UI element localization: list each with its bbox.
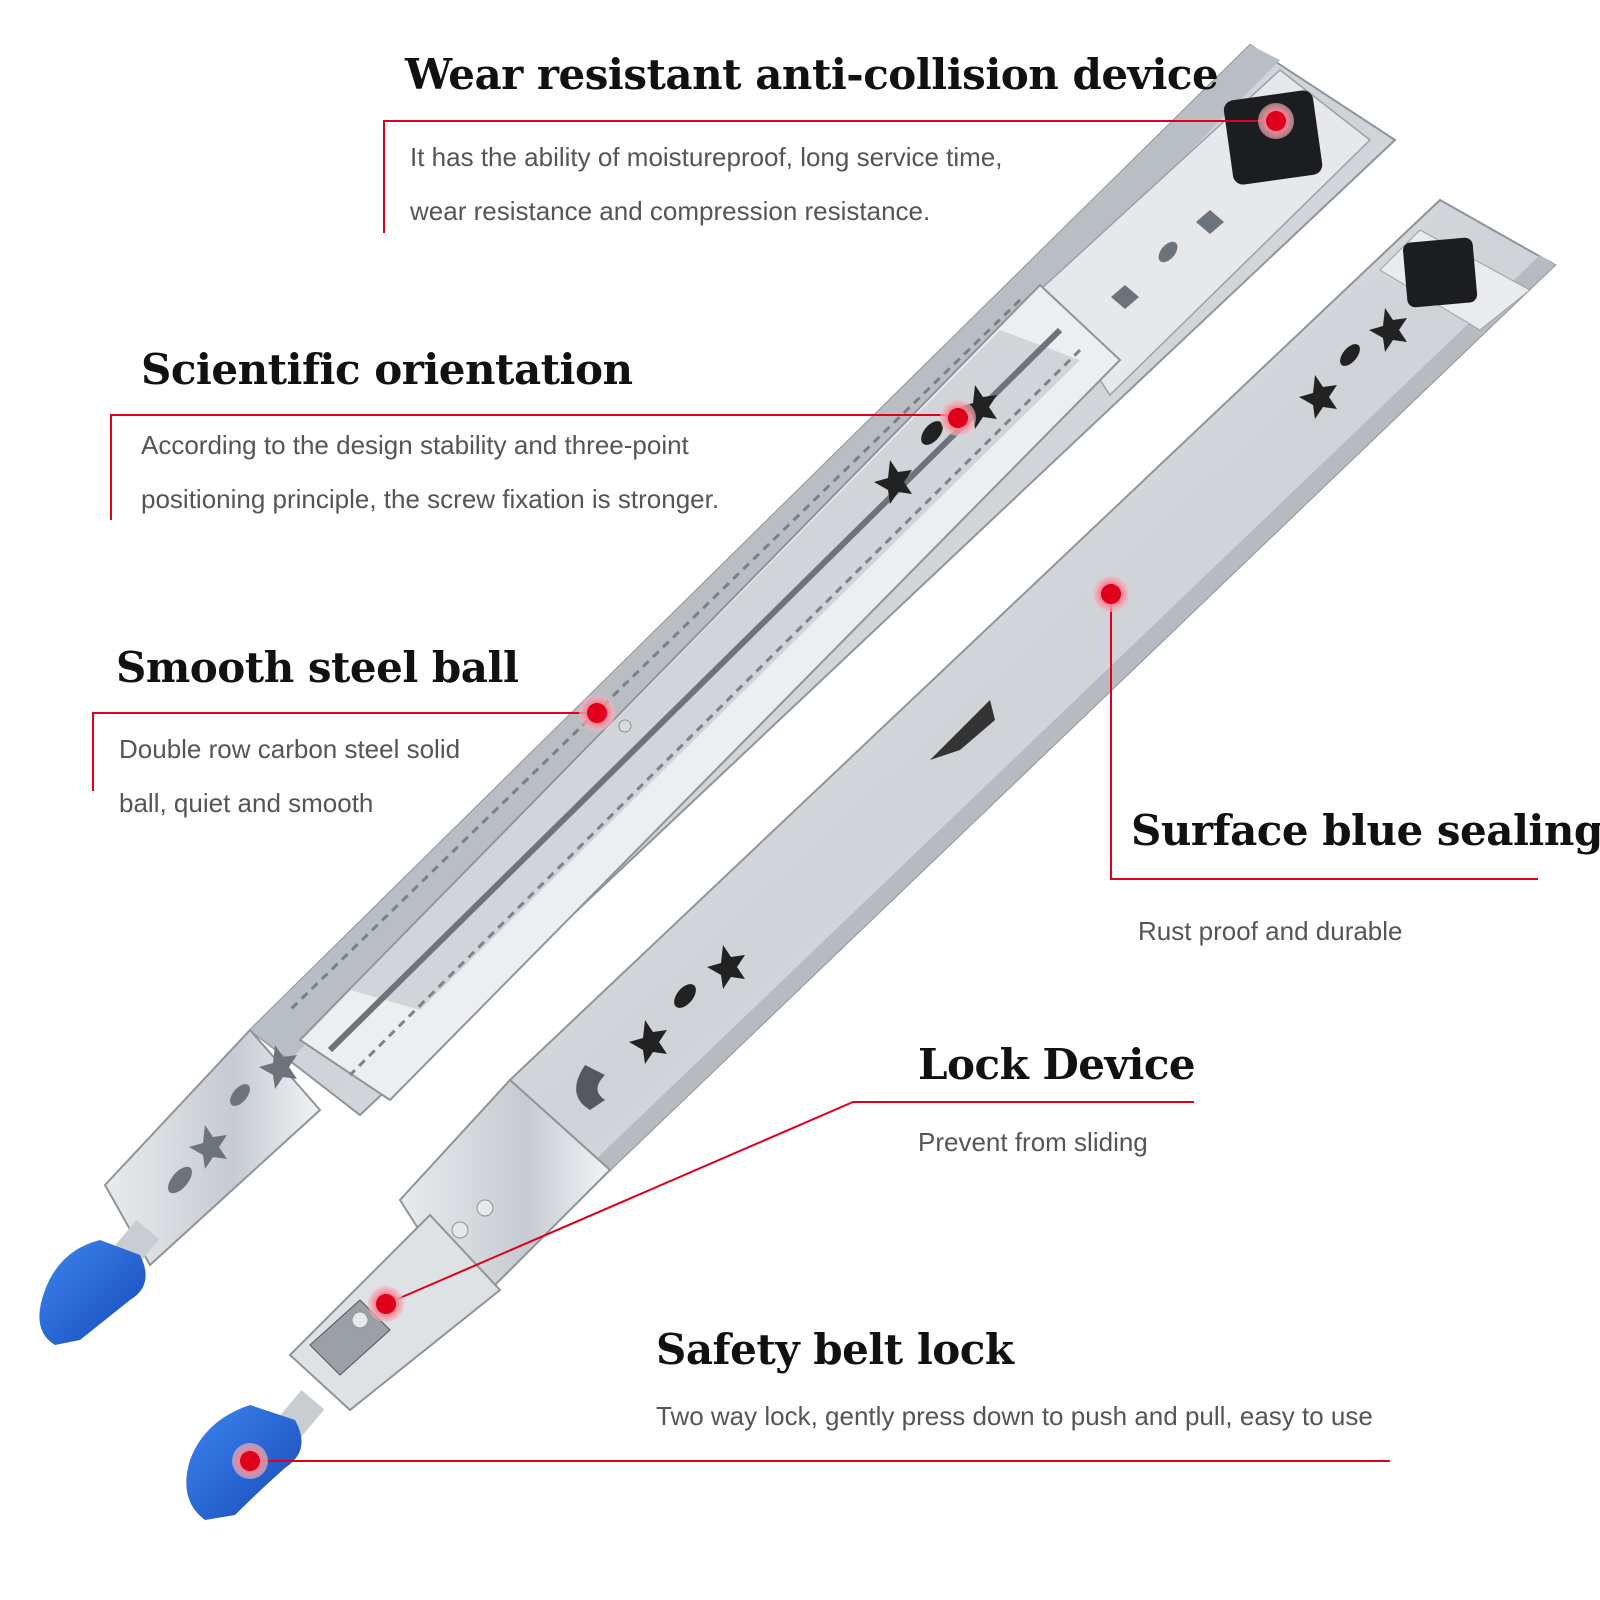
feature-title-safety-lock: Safety belt lock (656, 1325, 1014, 1374)
feature-desc-line: Double row carbon steel solid (119, 734, 461, 764)
callout-lines (92, 120, 1538, 1462)
hotspot-anti-collision (1258, 103, 1294, 139)
feature-desc-line: Two way lock, gently press down to push … (656, 1401, 1373, 1431)
feature-desc-line: wear resistance and compression resistan… (410, 196, 931, 226)
feature-desc-steel-ball: Double row carbon steel solid ball, quie… (119, 722, 460, 830)
feature-title-anti-collision: Wear resistant anti-collision device (405, 50, 1219, 99)
feature-title-orientation: Scientific orientation (141, 345, 633, 394)
feature-desc-line: ball, quiet and smooth (119, 788, 374, 818)
feature-desc-line: Prevent from sliding (918, 1127, 1148, 1157)
feature-desc-anti-collision: It has the ability of moistureproof, lon… (410, 130, 1003, 238)
left-rail (39, 43, 1397, 1345)
feature-desc-lock-device: Prevent from sliding (918, 1115, 1148, 1169)
feature-title-blue-sealing: Surface blue sealing (1131, 806, 1600, 855)
feature-desc-orientation: According to the design stability and th… (141, 418, 719, 526)
feature-desc-line: According to the design stability and th… (141, 430, 689, 460)
feature-title-lock-device: Lock Device (918, 1040, 1196, 1089)
feature-desc-safety-lock: Two way lock, gently press down to push … (656, 1389, 1373, 1443)
hotspot-safety-lock (232, 1443, 268, 1479)
feature-desc-line: It has the ability of moistureproof, lon… (410, 142, 1003, 172)
hotspot-orientation (940, 400, 976, 436)
right-rail (186, 198, 1557, 1520)
feature-desc-line: Rust proof and durable (1138, 916, 1403, 946)
feature-desc-line: positioning principle, the screw fixatio… (141, 484, 720, 514)
hotspot-steel-ball (579, 695, 615, 731)
hotspot-blue-sealing (1093, 576, 1129, 612)
feature-title-steel-ball: Smooth steel ball (116, 643, 519, 692)
left-blue-handle (39, 1220, 160, 1345)
feature-desc-blue-sealing: Rust proof and durable (1138, 904, 1403, 958)
hotspot-markers (232, 103, 1294, 1479)
hotspot-lock-device (368, 1286, 404, 1322)
